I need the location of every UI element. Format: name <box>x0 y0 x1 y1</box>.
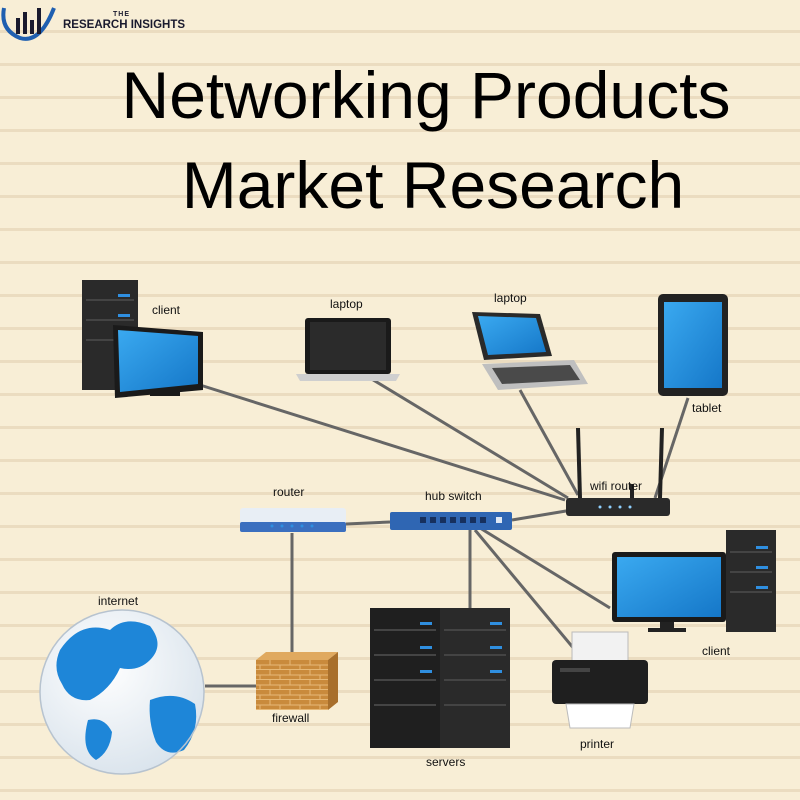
firewall-icon <box>256 652 338 710</box>
servers-icon <box>370 608 510 748</box>
label-client-top: client <box>152 303 181 317</box>
hub-switch-icon <box>390 512 512 530</box>
laptop-2-icon <box>472 312 588 390</box>
cable-router-switch <box>345 520 391 526</box>
label-wifi-router: wifi router <box>589 479 642 493</box>
tablet-icon <box>658 294 728 396</box>
client-computer-icon <box>82 280 203 398</box>
cable-client-wifi <box>199 383 566 502</box>
network-cables <box>199 376 690 688</box>
router-icon <box>240 508 346 532</box>
page-title-line-1: Networking Products <box>121 58 731 132</box>
cable-laptop1-wifi <box>369 376 569 500</box>
label-printer: printer <box>580 737 614 751</box>
internet-globe-icon <box>39 609 205 775</box>
cable-laptop2-wifi <box>518 389 580 496</box>
logo-mark-icon <box>1 7 56 41</box>
label-tablet: tablet <box>692 401 722 415</box>
label-internet: internet <box>98 594 139 608</box>
brand-prefix: THE <box>113 11 130 18</box>
label-router: router <box>273 485 304 499</box>
label-servers: servers <box>426 755 465 769</box>
label-hub-switch: hub switch <box>425 489 482 503</box>
laptop-1-icon <box>296 318 400 381</box>
label-laptop-1: laptop <box>330 297 363 311</box>
client-right-computer-icon <box>612 530 776 632</box>
label-client-right: client <box>702 644 731 658</box>
label-laptop-2: laptop <box>494 291 527 305</box>
brand-logo: THE RESEARCH INSIGHTS <box>0 0 190 46</box>
label-firewall: firewall <box>272 711 309 725</box>
cable-wifi-switch <box>511 508 573 522</box>
brand-name: RESEARCH INSIGHTS <box>63 19 186 31</box>
printer-icon <box>552 631 648 729</box>
page-title-line-2: Market Research <box>181 148 685 222</box>
cable-switch-printer <box>473 529 577 651</box>
wifi-router-icon <box>566 427 670 516</box>
cable-switch-client <box>479 526 611 610</box>
